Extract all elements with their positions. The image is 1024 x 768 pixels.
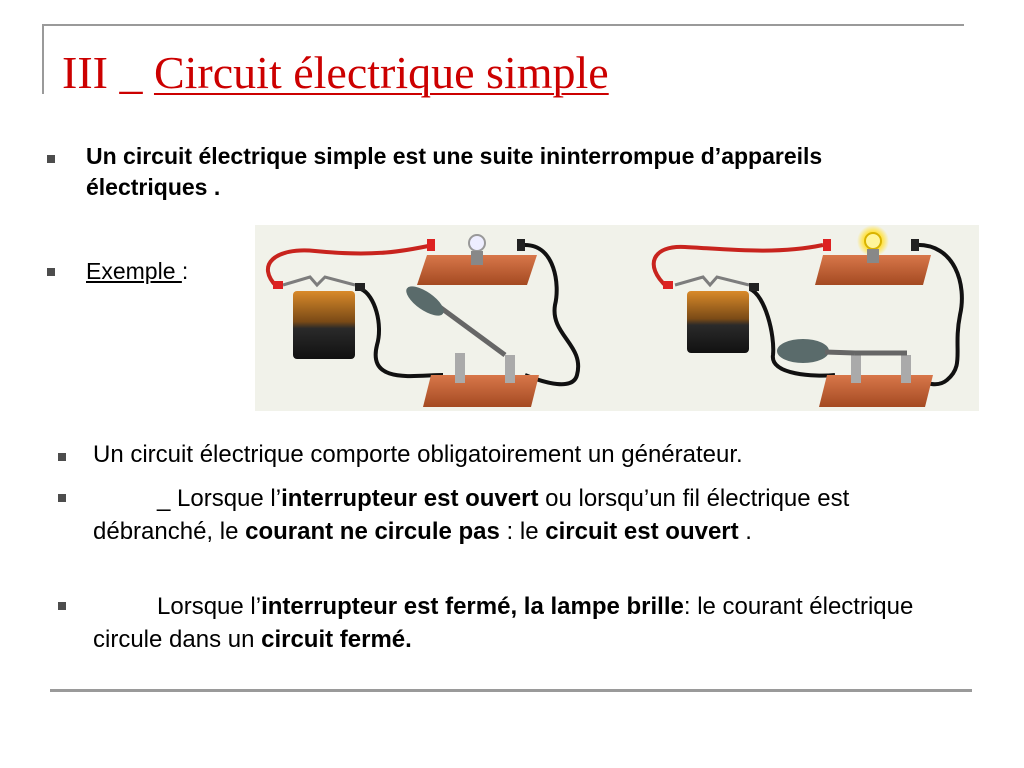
- battery-terminals: [282, 275, 356, 288]
- switch-post: [901, 355, 911, 383]
- slide-title: III _ Circuit électrique simple: [62, 46, 609, 99]
- title-main: Circuit électrique simple: [153, 47, 609, 98]
- example-label-text: Exemple: [86, 258, 182, 284]
- lamp-socket: [867, 249, 879, 263]
- red-connector-icon: [427, 239, 435, 251]
- switch-post: [455, 353, 465, 383]
- open-text-e: : le: [499, 518, 546, 545]
- open-text-a: _ Lorsque l’: [157, 485, 282, 512]
- black-wire: [524, 243, 581, 387]
- closed-circuit: [651, 225, 964, 407]
- switch-post: [505, 355, 515, 383]
- circuit-illustration: [255, 225, 979, 411]
- red-terminal-icon: [663, 281, 673, 289]
- footer-rule: [50, 689, 972, 692]
- closed-text-c: : le courant électrique circule dans un: [93, 593, 914, 653]
- open-text-bold-switch-open: interrupteur est ouvert: [281, 485, 539, 512]
- bullet-square-icon: [58, 494, 66, 502]
- bullet-square-icon: [58, 602, 66, 610]
- example-colon: :: [181, 258, 189, 284]
- switch-board: [423, 375, 539, 407]
- switch-post: [851, 355, 861, 383]
- bullet-square-icon: [58, 453, 66, 461]
- switch-lever-open: [435, 302, 507, 358]
- lamp-board: [815, 255, 931, 285]
- lamp-lit-icon: [864, 232, 882, 250]
- black-connector-icon: [517, 239, 525, 251]
- lamp-socket: [471, 251, 483, 265]
- battery-icon: [293, 291, 355, 359]
- bullet-square-icon: [47, 268, 55, 276]
- black-wire: [748, 287, 836, 378]
- red-wire: [265, 243, 434, 289]
- lamp-off-icon: [468, 234, 486, 252]
- frame-line-top: [42, 24, 964, 26]
- switch-board: [819, 375, 933, 407]
- closed-text-bold-switch-closed: interrupteur est fermé, la lampe brille: [261, 593, 684, 620]
- battery-terminals: [674, 275, 750, 288]
- open-text-g: .: [738, 518, 752, 545]
- black-terminal-icon: [749, 283, 759, 291]
- title-prefix: III _: [62, 47, 154, 98]
- generator-statement: Un circuit électrique comporte obligatoi…: [93, 441, 743, 468]
- black-connector-icon: [911, 239, 919, 251]
- open-text-c: ou lorsqu’un fil électrique est débranch…: [93, 485, 850, 545]
- closed-text-a: Lorsque l’: [157, 593, 262, 620]
- red-terminal-icon: [273, 281, 283, 289]
- frame-line-left: [42, 24, 44, 94]
- closed-circuit-statement: Lorsque l’interrupteur est fermé, la lam…: [93, 590, 943, 656]
- red-wire: [651, 243, 824, 289]
- open-text-bold-no-current: courant ne circule pas: [245, 518, 500, 545]
- intro-definition: Un circuit électrique simple est une sui…: [86, 143, 823, 200]
- switch-handle-icon: [406, 286, 444, 316]
- battery-icon: [687, 291, 749, 353]
- black-wire: [359, 287, 444, 379]
- open-circuit: [265, 234, 581, 407]
- open-circuit-statement: _ Lorsque l’interrupteur est ouvert ou l…: [93, 482, 943, 548]
- switch-arm: [824, 349, 856, 356]
- circuit-drawing: [265, 225, 964, 407]
- open-text-bold-circuit-open: circuit est ouvert: [545, 518, 739, 545]
- red-connector-icon: [823, 239, 831, 251]
- bullet-square-icon: [47, 155, 55, 163]
- example-label: Exemple :: [86, 256, 188, 287]
- lamp-board: [417, 255, 537, 285]
- closed-text-bold-circuit-closed: circuit fermé.: [261, 626, 412, 653]
- switch-handle-icon: [777, 339, 829, 363]
- black-terminal-icon: [355, 283, 365, 291]
